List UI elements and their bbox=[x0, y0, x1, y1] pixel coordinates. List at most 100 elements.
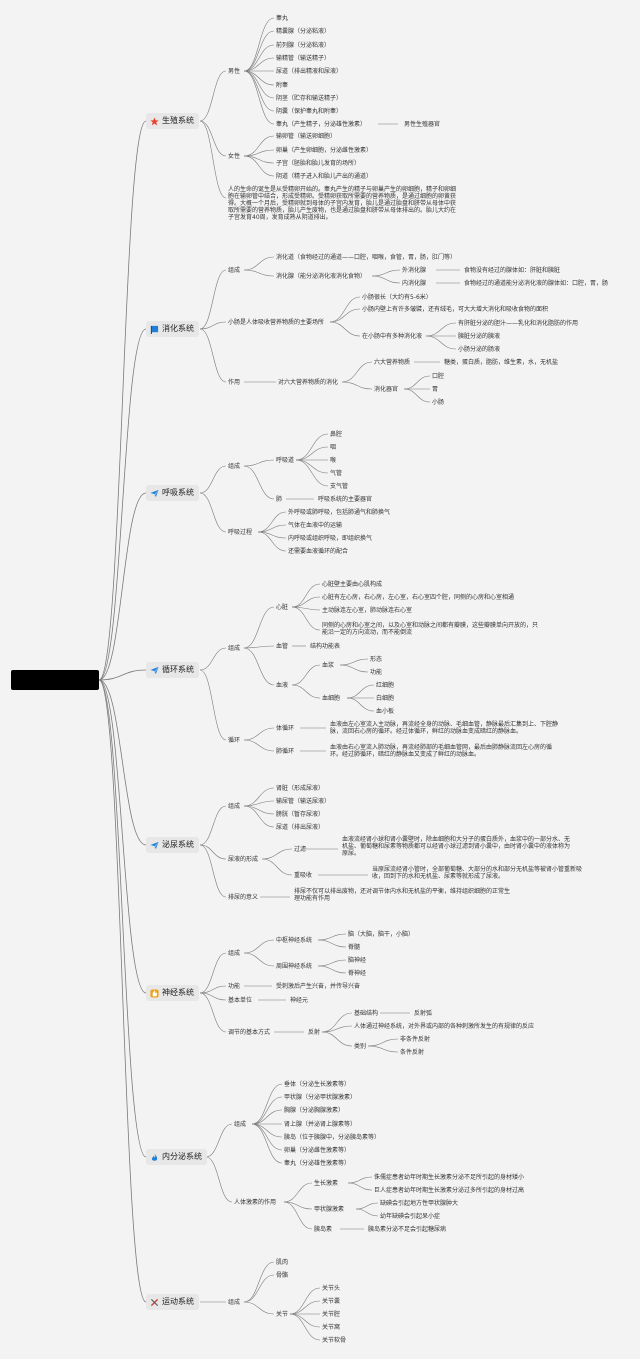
node-c10[interactable]: 呼吸过程 bbox=[228, 528, 253, 536]
node-a4[interactable]: 前列腺（分泌粘液） bbox=[276, 41, 331, 49]
node-a10[interactable]: 睾丸（产生精子，分泌雄性激素） bbox=[276, 120, 367, 128]
node-f17[interactable]: 类别 bbox=[354, 1042, 367, 1050]
node-g9[interactable]: 人体激素的作用 bbox=[234, 1198, 277, 1206]
system-node-s7[interactable]: 内分泌系统 bbox=[146, 1149, 207, 1165]
node-d6[interactable]: 同侧的心房和心室之间，以及心室和动脉之间都有瓣膜，这些瓣膜单向开放的，只能沿一定… bbox=[322, 622, 539, 636]
node-f7[interactable]: 脊神经 bbox=[348, 969, 367, 977]
node-d12[interactable]: 功能 bbox=[370, 668, 383, 676]
node-b12[interactable]: 有肝脏分泌的胆汁——乳化和消化脂肪的作用 bbox=[458, 319, 579, 327]
node-d5[interactable]: 主动脉连左心室，肺动脉连右心室 bbox=[322, 606, 413, 614]
node-e7[interactable]: 过滤 bbox=[294, 845, 307, 853]
node-g11[interactable]: 侏儒症患者幼年时期生长激素分泌不足所引起的身材矮小 bbox=[374, 1173, 525, 1181]
node-d1[interactable]: 组成 bbox=[228, 644, 241, 652]
node-g14[interactable]: 缺碘会引起地方性甲状腺肿大 bbox=[380, 1199, 459, 1207]
node-f3[interactable]: 脑（大脑，脑干，小脑） bbox=[348, 930, 415, 938]
node-d19[interactable]: 血液由左心室流入主动脉，再流经全身的动脉、毛细血管，静脉最后汇集到上、下腔静脉，… bbox=[330, 721, 559, 735]
node-h3[interactable]: 骨骼 bbox=[276, 1271, 289, 1279]
node-g5[interactable]: 肾上腺（并泌肾上腺素等） bbox=[284, 1120, 357, 1128]
node-a12[interactable]: 女性 bbox=[228, 152, 241, 160]
node-b18[interactable]: 糖类，蛋白质，脂肪，维生素，水，无机盐 bbox=[444, 358, 559, 366]
node-h1[interactable]: 组成 bbox=[228, 1298, 241, 1306]
node-g1[interactable]: 组成 bbox=[234, 1120, 247, 1128]
node-b22[interactable]: 小肠 bbox=[432, 398, 445, 406]
node-c2[interactable]: 呼吸道 bbox=[276, 456, 295, 464]
node-b3[interactable]: 消化腺（能分泌消化液消化食物） bbox=[276, 272, 367, 280]
node-b9[interactable]: 小肠很长（大约有5-6米） bbox=[362, 293, 432, 301]
central-topic[interactable] bbox=[11, 670, 99, 690]
node-f19[interactable]: 条件反射 bbox=[400, 1048, 425, 1056]
node-d21[interactable]: 血液由右心室流入肺动脉，再流经肺部的毛细血管网，最后由肺静脉流回左心房的循环。经… bbox=[330, 744, 553, 758]
node-a1[interactable]: 男性 bbox=[228, 67, 241, 75]
node-c1[interactable]: 组成 bbox=[228, 462, 241, 470]
node-c5[interactable]: 喉 bbox=[330, 456, 337, 464]
node-a13[interactable]: 输卵管（输送卵细胞） bbox=[276, 132, 337, 140]
node-h9[interactable]: 关节软骨 bbox=[322, 1336, 347, 1344]
node-f10[interactable]: 基本单位 bbox=[228, 996, 253, 1004]
node-a8[interactable]: 阴茎（贮存和输送精子） bbox=[276, 94, 343, 102]
node-a16[interactable]: 阴道（精子进入和胎儿产出的通道） bbox=[276, 172, 373, 180]
node-d2[interactable]: 心脏 bbox=[276, 603, 289, 611]
node-e11[interactable]: 排尿的意义 bbox=[228, 893, 259, 901]
system-node-s6[interactable]: 神经系统 bbox=[146, 985, 199, 1001]
node-f12[interactable]: 调节的基本方式 bbox=[228, 1028, 271, 1036]
node-d3[interactable]: 心脏壁主要由心肌构成 bbox=[322, 580, 383, 588]
node-g4[interactable]: 胸腺（分泌胸腺激素） bbox=[284, 1106, 345, 1114]
node-f8[interactable]: 功能 bbox=[228, 982, 241, 990]
node-b2[interactable]: 消化道（食物经过的通道——口腔，咽喉，食管，胃，肠，肛门等） bbox=[276, 253, 457, 261]
node-g7[interactable]: 卵巢（分泌雌性激素等） bbox=[284, 1146, 351, 1154]
node-e2[interactable]: 肾脏（形成尿液） bbox=[276, 784, 325, 792]
node-g2[interactable]: 垂体（分泌生长激素等） bbox=[284, 1080, 351, 1088]
node-g10[interactable]: 生长激素 bbox=[314, 1179, 339, 1187]
node-a3[interactable]: 精囊腺（分泌粘液） bbox=[276, 27, 331, 35]
node-f11[interactable]: 神经元 bbox=[290, 996, 309, 1004]
system-node-s1[interactable]: 生殖系统 bbox=[146, 113, 199, 129]
node-h8[interactable]: 关节窝 bbox=[322, 1323, 341, 1331]
node-c11[interactable]: 外呼吸或肺呼吸，包括肺通气和肺换气 bbox=[288, 508, 391, 516]
node-a5[interactable]: 输精管（输送精子） bbox=[276, 54, 331, 62]
node-d13[interactable]: 血细胞 bbox=[322, 694, 341, 702]
node-e4[interactable]: 膀胱（暂存尿液） bbox=[276, 810, 325, 818]
node-d4[interactable]: 心脏有左心房，右心房，左心室，右心室四个腔，同侧的心房和心室相通 bbox=[322, 593, 515, 601]
node-g17[interactable]: 胰岛素分泌不足会引起糖尿病 bbox=[368, 1225, 447, 1233]
system-node-s8[interactable]: 运动系统 bbox=[146, 1294, 199, 1310]
node-a14[interactable]: 卵巢（产生卵细胞，分泌雌性激素） bbox=[276, 146, 373, 154]
node-h7[interactable]: 关节腔 bbox=[322, 1310, 341, 1318]
system-node-s4[interactable]: 循环系统 bbox=[146, 662, 199, 678]
node-d9[interactable]: 血液 bbox=[276, 681, 289, 689]
node-b5[interactable]: 食物没有经过的腺体如：肝脏和胰脏 bbox=[464, 266, 561, 274]
node-g16[interactable]: 胰岛素 bbox=[314, 1225, 333, 1233]
node-b10[interactable]: 小肠内壁上有许多皱襞，还有绒毛，可大大增大消化和吸收食物的面积 bbox=[362, 305, 549, 313]
node-d16[interactable]: 血小板 bbox=[376, 707, 395, 715]
node-g8[interactable]: 睾丸（分泌雄性激素等） bbox=[284, 1159, 351, 1167]
node-g12[interactable]: 巨人症患者幼年时期生长激素分泌过多所引起的身材过高 bbox=[374, 1186, 525, 1194]
node-b6[interactable]: 内消化腺 bbox=[402, 279, 427, 287]
node-e5[interactable]: 尿道（排出尿液） bbox=[276, 823, 325, 831]
node-b20[interactable]: 口腔 bbox=[432, 372, 445, 380]
node-b7[interactable]: 食物经过的通道能分泌消化液的腺体如：口腔，胃，肠 bbox=[464, 279, 609, 287]
node-a9[interactable]: 阴囊（保护睾丸和附睾） bbox=[276, 107, 343, 115]
node-e8[interactable]: 血液流经肾小球和肾小囊壁时，除血细胞和大分子的蛋白质外，血浆中的一部分水、无机盐… bbox=[342, 836, 571, 857]
node-d18[interactable]: 体循环 bbox=[276, 724, 295, 732]
node-f18[interactable]: 非条件反射 bbox=[400, 1035, 431, 1043]
node-f15[interactable]: 反射弧 bbox=[414, 1009, 433, 1017]
node-d20[interactable]: 肺循环 bbox=[276, 747, 295, 755]
node-b15[interactable]: 作用 bbox=[228, 378, 241, 386]
system-node-s2[interactable]: 消化系统 bbox=[146, 321, 199, 337]
node-c7[interactable]: 支气管 bbox=[330, 482, 349, 490]
node-f9[interactable]: 受刺激后产生兴奋，并传导兴奋 bbox=[276, 982, 361, 990]
node-d7[interactable]: 血管 bbox=[276, 642, 289, 650]
node-f14[interactable]: 基础结构 bbox=[354, 1009, 379, 1017]
node-a17[interactable]: 人的生命的诞生是从受精卵开始的。睾丸产生的精子与卵巢产生的卵细胞，精子和卵细胞在… bbox=[228, 186, 457, 221]
node-f5[interactable]: 周围神经系统 bbox=[276, 962, 313, 970]
node-g6[interactable]: 胰岛（位于胰腺中，分泌胰岛素等） bbox=[284, 1133, 381, 1141]
node-e10[interactable]: 当原尿流经肾小管时，全部葡萄糖、大部分的水和部分无机盐等被肾小管重新吸收，回到下… bbox=[372, 866, 583, 880]
node-b14[interactable]: 小肠分泌的肠液 bbox=[458, 345, 501, 353]
node-e12[interactable]: 排尿不仅可以排出废物，还对调节体内水和无机盐的平衡，维持组织细胞的正常生理功能有… bbox=[294, 888, 511, 902]
node-g13[interactable]: 甲状腺激素 bbox=[314, 1205, 345, 1213]
system-node-s5[interactable]: 泌尿系统 bbox=[146, 837, 199, 853]
node-h2[interactable]: 肌肉 bbox=[276, 1258, 289, 1266]
node-b13[interactable]: 胰脏分泌的胰液 bbox=[458, 332, 501, 340]
node-b21[interactable]: 胃 bbox=[432, 385, 439, 393]
node-b16[interactable]: 对六大营养物质的消化 bbox=[278, 378, 339, 386]
system-node-s3[interactable]: 呼吸系统 bbox=[146, 485, 199, 501]
